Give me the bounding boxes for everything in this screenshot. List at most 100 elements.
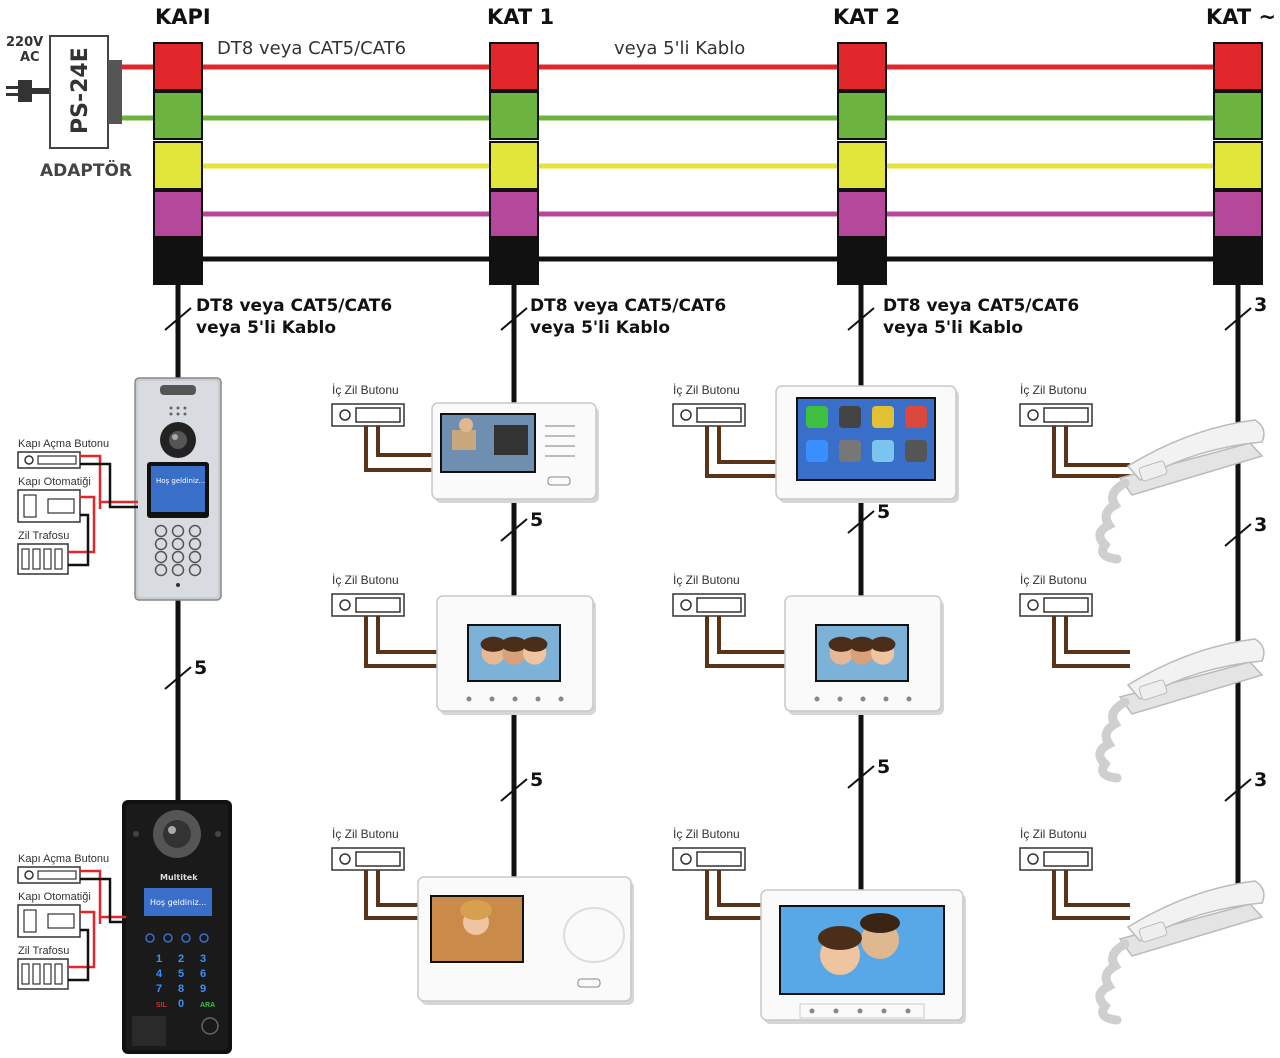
tick-count: 3 bbox=[1254, 769, 1267, 791]
ac-label: AC bbox=[20, 50, 40, 65]
terminal-4 bbox=[489, 236, 539, 285]
photo-face bbox=[459, 418, 473, 432]
drop-label-floorn: 3 bbox=[1224, 294, 1267, 331]
terminal-0 bbox=[1213, 42, 1263, 91]
transformer-part bbox=[54, 963, 63, 985]
bell-icon bbox=[339, 853, 351, 865]
tick-count: 5 bbox=[530, 509, 543, 531]
terminal-block-floor1 bbox=[489, 42, 539, 285]
drop-label-door: DT8 veya CAT5/CAT6 veya 5'li Kablo bbox=[164, 296, 392, 338]
drop-floor2-line2: veya 5'li Kablo bbox=[883, 318, 1023, 338]
panel2-brand: Multitek bbox=[160, 873, 198, 882]
accessory-wire bbox=[80, 454, 138, 504]
door-lock-part bbox=[23, 909, 37, 933]
terminal-1 bbox=[1213, 91, 1263, 140]
bell-label: İç Zil Butonu bbox=[673, 827, 740, 841]
tick-mark bbox=[500, 518, 528, 542]
bell-slot bbox=[1043, 407, 1089, 423]
plug-icon bbox=[6, 80, 50, 102]
terminal-3 bbox=[489, 190, 539, 239]
keypad-key-label: 4 bbox=[156, 968, 163, 980]
app-icon bbox=[839, 440, 861, 462]
terminal-2 bbox=[489, 141, 539, 190]
app-icon bbox=[872, 406, 894, 428]
bell-wire-b bbox=[376, 426, 434, 457]
drop-label-floor2: DT8 veya CAT5/CAT6 veya 5'li Kablo bbox=[847, 296, 1079, 338]
door-lock-part bbox=[47, 498, 75, 514]
bell-wire-a bbox=[364, 870, 420, 920]
keypad-key bbox=[154, 563, 168, 577]
panel1-screen bbox=[151, 466, 205, 512]
photo-hair bbox=[828, 636, 855, 652]
terminal-4 bbox=[1213, 236, 1263, 285]
panel2-welcome: Hoş geldiniz... bbox=[150, 898, 206, 907]
bell-slot bbox=[355, 851, 401, 867]
bell-wire-b bbox=[717, 870, 762, 907]
photo-hair bbox=[860, 913, 900, 933]
bell-button-0: İç Zil Butonu bbox=[331, 383, 434, 472]
monitors bbox=[417, 385, 966, 1024]
tick-mark bbox=[500, 778, 528, 802]
terminal-0 bbox=[837, 42, 887, 91]
bell-wire-a bbox=[1052, 426, 1130, 478]
handset-cradle bbox=[1118, 903, 1264, 957]
transformer-part bbox=[21, 963, 30, 985]
drop-label-floor1: DT8 veya CAT5/CAT6 veya 5'li Kablo bbox=[500, 296, 726, 338]
terminal-1 bbox=[153, 91, 203, 140]
app-icon bbox=[905, 406, 927, 428]
bell-wire-b bbox=[376, 616, 438, 654]
bell-wire-a bbox=[1052, 870, 1130, 920]
bell-button-5: İç Zil Butonu bbox=[672, 827, 762, 920]
power-adaptor: 220V AC PS-24E ADAPTÖR bbox=[6, 35, 132, 181]
photo-box bbox=[452, 430, 476, 450]
monitor-button bbox=[512, 696, 518, 702]
terminal-4 bbox=[837, 236, 887, 285]
accessory-wire bbox=[80, 877, 126, 924]
bell-wire-a bbox=[364, 426, 434, 472]
handset-cradle bbox=[1118, 661, 1264, 715]
photo-hair bbox=[869, 636, 896, 652]
app-icon bbox=[872, 440, 894, 462]
transformer-label: Zil Trafosu bbox=[18, 945, 69, 957]
drop-floorn-count: 3 bbox=[1254, 294, 1267, 316]
handset-hook bbox=[1138, 679, 1168, 701]
handset-cradle bbox=[1118, 442, 1264, 496]
monitor-button bbox=[535, 696, 541, 702]
handset-hook bbox=[1138, 460, 1168, 482]
terminal-3 bbox=[837, 190, 887, 239]
keypad-key-label: 2 bbox=[178, 953, 184, 965]
bus-cable-label-a: DT8 veya CAT5/CAT6 bbox=[217, 38, 406, 59]
accessory-wire bbox=[68, 495, 96, 554]
terminal-1 bbox=[489, 91, 539, 140]
monitor-key bbox=[545, 425, 575, 427]
photo-hair bbox=[849, 636, 875, 652]
bell-button-4: İç Zil Butonu bbox=[672, 573, 787, 668]
monitor-floor2-1 bbox=[775, 385, 959, 503]
keypad-key bbox=[188, 563, 202, 577]
bell-icon bbox=[339, 599, 351, 611]
handset-1 bbox=[1095, 419, 1265, 564]
header-floor1: KAT 1 bbox=[487, 5, 554, 29]
terminal-2 bbox=[1213, 141, 1263, 190]
keypad-key-label: SIL bbox=[156, 1002, 168, 1009]
terminal-2 bbox=[153, 141, 203, 190]
bell-slot bbox=[696, 407, 742, 423]
drop-floor2-line1: DT8 veya CAT5/CAT6 bbox=[883, 296, 1079, 316]
bell-wire-b bbox=[376, 870, 420, 907]
photo-hair bbox=[460, 900, 492, 920]
voltage-label: 220V bbox=[6, 35, 43, 50]
tick-mark bbox=[847, 765, 875, 789]
photo-hair bbox=[521, 636, 548, 652]
bell-slot bbox=[1043, 851, 1089, 867]
monitor-key bbox=[545, 455, 575, 457]
bell-label: İç Zil Butonu bbox=[673, 573, 740, 587]
photo-hair bbox=[480, 636, 507, 652]
open-button-icon bbox=[24, 870, 34, 880]
accessory-wire bbox=[80, 869, 126, 919]
terminal-blocks bbox=[153, 42, 1263, 285]
bell-wire-b bbox=[1064, 870, 1130, 907]
